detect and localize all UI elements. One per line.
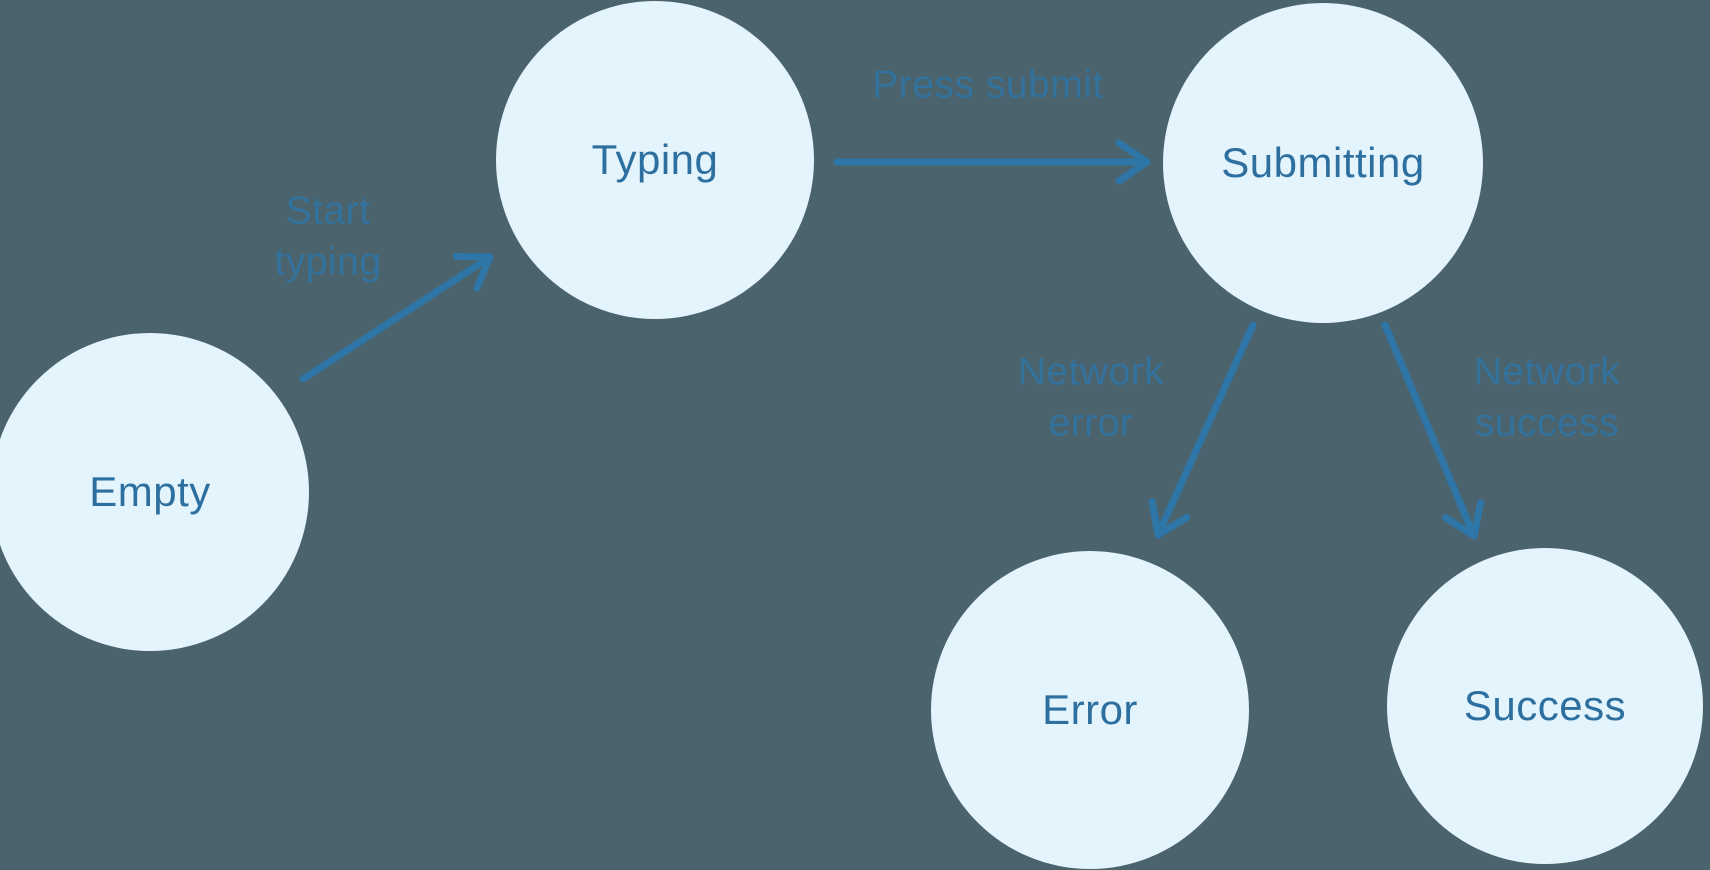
state-node-label-error: Error (1042, 686, 1138, 733)
state-node-label-typing: Typing (591, 136, 719, 183)
state-node-success: Success (1387, 548, 1703, 864)
state-node-typing: Typing (496, 1, 814, 319)
state-node-empty: Empty (0, 333, 309, 651)
state-node-error: Error (931, 551, 1249, 869)
state-node-label-empty: Empty (89, 468, 211, 515)
transition-label-network-error: Network error (1017, 350, 1165, 445)
state-node-label-submitting: Submitting (1221, 139, 1425, 186)
transition-label-start-typing: Start typing (274, 189, 382, 284)
transition-label-network-success: Network success (1473, 350, 1621, 445)
state-node-label-success: Success (1463, 682, 1627, 729)
state-node-submitting: Submitting (1163, 3, 1483, 323)
transition-label-press-submit: Press submit (872, 63, 1104, 107)
